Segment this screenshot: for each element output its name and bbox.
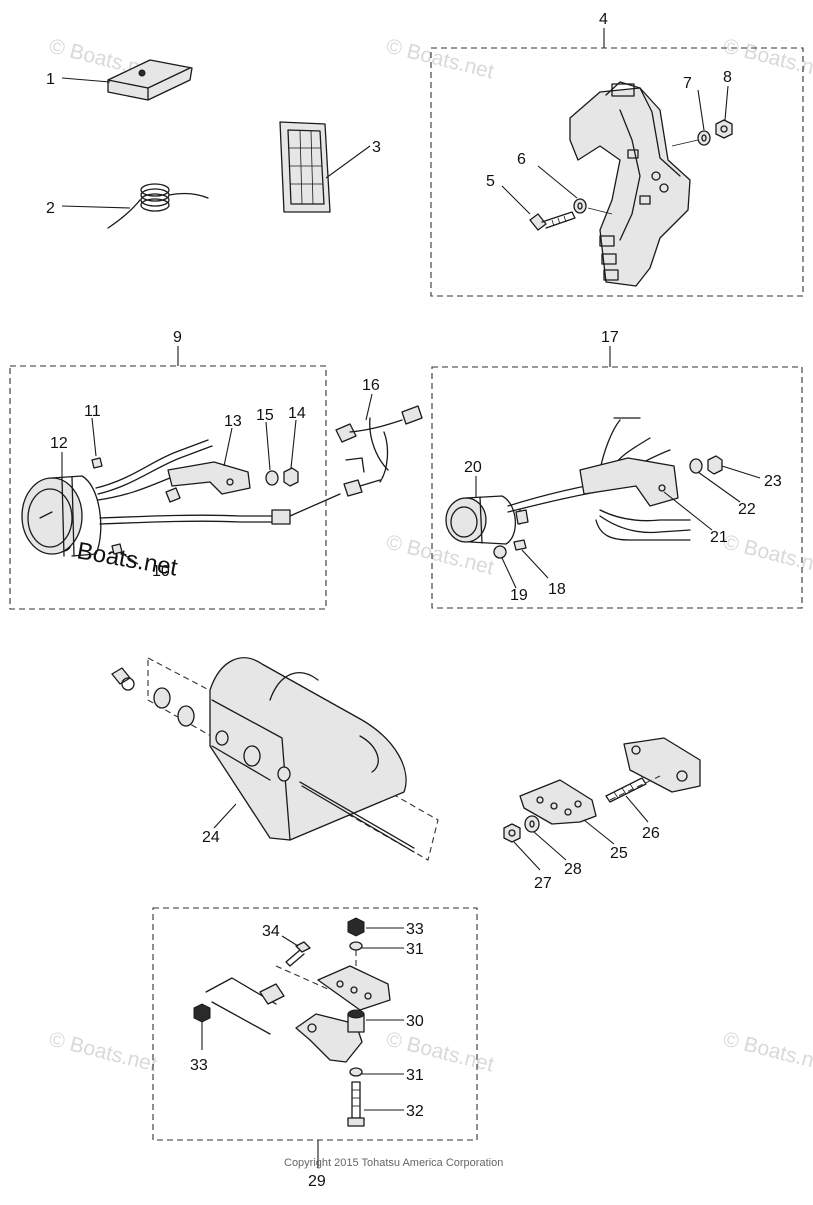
nut-part-33-left [193,1003,211,1050]
callout-28: 28 [564,861,582,878]
callout-12: 12 [50,435,68,452]
washer-part-15 [265,421,279,486]
group-box-29 [152,907,478,1141]
callout-17: 17 [601,329,619,346]
callout-30: 30 [406,1013,424,1030]
meter-part-20 [445,476,517,545]
mount-part-26-frame [609,737,701,801]
callout-labels: 1 2 3 4 5 6 7 8 9 10 11 12 13 14 15 16 1… [46,11,782,1190]
watermark: © Boats.net [721,531,813,580]
callout-26: 26 [642,825,660,842]
wire-harness-part-16 [335,393,423,497]
bulb-part-10 [111,543,139,565]
callout-21: 21 [710,529,728,546]
callout-16: 16 [362,377,380,394]
cap-part-19 [493,545,517,589]
harness-wires-9 [95,439,341,525]
bracket-part-21 [579,457,713,531]
callout-6: 6 [517,151,526,168]
callout-4: 4 [599,11,608,28]
callout-22: 22 [738,501,756,518]
label-decal-part [279,121,371,213]
callout-10: 10 [152,563,170,580]
callout-29: 29 [308,1173,326,1190]
callout-33: 33 [406,921,424,938]
watermark: © Boats.net [721,35,813,84]
group-box-17 [431,366,803,609]
pad-part [61,59,193,101]
bolt-part-32 [347,1081,404,1127]
nut-part-27 [503,823,541,871]
watermarks: © Boats.net © Boats.net © Boats.net © Bo… [47,35,813,1077]
washer-part-7 [697,89,711,146]
callout-14: 14 [288,405,306,422]
bulb-part-18 [513,539,549,579]
callout-3: 3 [372,139,381,156]
callout-33-repeat: 33 [190,1057,208,1074]
callout-32: 32 [406,1103,424,1120]
callout-27: 27 [534,875,552,892]
callout-13: 13 [224,413,242,430]
watermark: © Boats.net [47,1028,159,1077]
nut-part-33-top [347,917,404,937]
bracket-part-25 [519,779,615,845]
washer-part-22 [689,458,741,503]
watermark: © Boats.net [384,1028,496,1077]
washer-part-31-top [349,941,404,951]
callout-15: 15 [256,407,274,424]
bolt-part-34 [281,935,311,967]
callout-20: 20 [464,459,482,476]
washer-part-31-bottom [349,1067,404,1077]
callout-9: 9 [173,329,182,346]
collar-part-30 [347,1009,404,1033]
callout-18: 18 [548,581,566,598]
watermark: © Boats.net [384,531,496,580]
watermark: © Boats.net [384,35,496,84]
callout-1: 1 [46,71,55,88]
watermark: © Boats.net [721,1028,813,1077]
link-assembly-part-29 [205,950,391,1063]
callout-2: 2 [46,200,55,217]
callout-25: 25 [610,845,628,862]
bulb-part-11 [91,417,103,469]
washer-part-28 [524,815,567,861]
callout-34: 34 [262,923,280,940]
bracket-part-13 [167,427,251,495]
nut-part-23 [707,455,761,479]
callout-31-repeat: 31 [406,1067,424,1084]
callout-7: 7 [683,75,692,92]
bolt-part-5 [501,185,576,231]
remote-box-part-24 [111,657,439,861]
bracket-assembly-part [569,81,699,287]
callout-5: 5 [486,173,495,190]
callout-23: 23 [764,473,782,490]
wire-coil-part [61,183,209,229]
group-box-4 [430,47,804,297]
callout-19: 19 [510,587,528,604]
copyright-text: Copyright 2015 Tohatsu America Corporati… [284,1157,503,1169]
callout-8: 8 [723,69,732,86]
washer-part-6 [537,165,587,214]
gauge-part-12 [21,452,102,557]
callout-24: 24 [202,829,220,846]
nut-part-14 [283,419,299,487]
callout-11: 11 [84,403,101,420]
nut-part-8 [715,85,733,139]
callout-31: 31 [406,941,424,958]
